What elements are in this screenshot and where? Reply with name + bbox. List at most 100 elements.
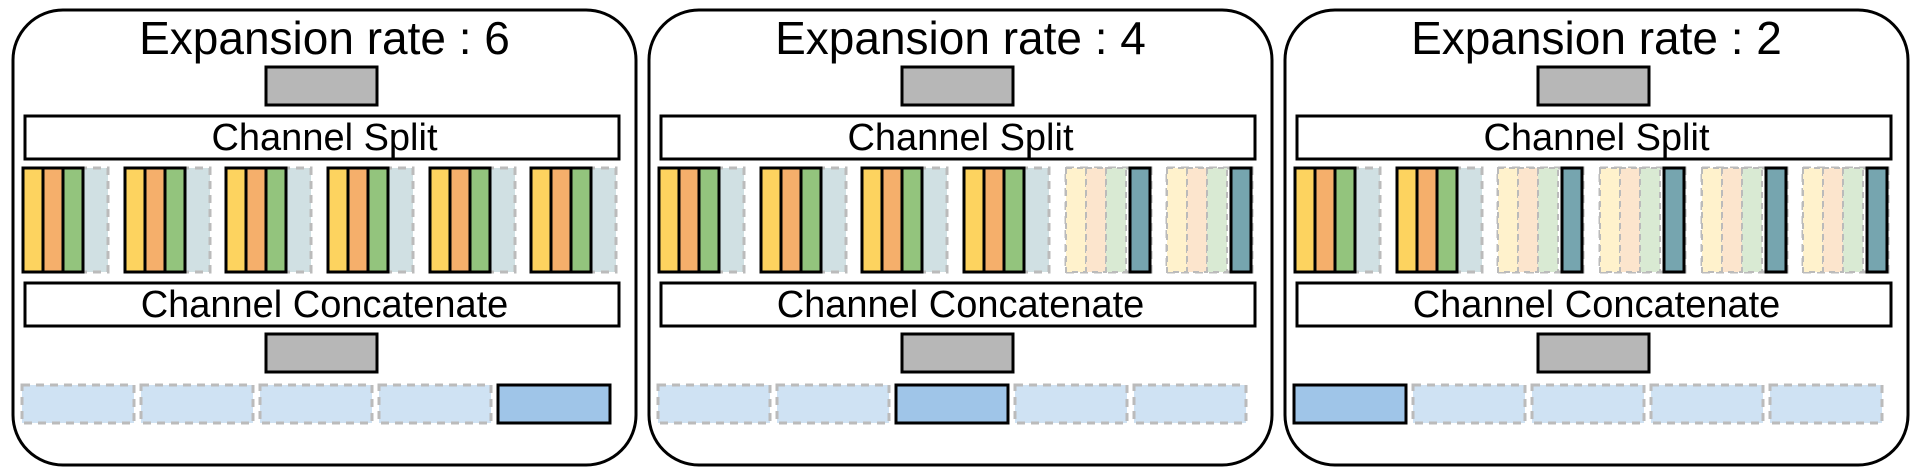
channel-bar-yellow bbox=[326, 166, 350, 274]
channel-group-3-inactive bbox=[1496, 166, 1585, 274]
faded-channel-bar bbox=[1166, 167, 1188, 273]
channel-group-3-active bbox=[224, 166, 313, 274]
channel-bar-orange bbox=[880, 166, 904, 274]
faded-channel-bar bbox=[1186, 167, 1208, 273]
channel-bar-yellow bbox=[1395, 166, 1419, 274]
channel-split-label: Channel Split bbox=[1483, 117, 1709, 159]
output-slot bbox=[377, 383, 493, 425]
output-slot bbox=[775, 383, 891, 425]
output-slot-selected bbox=[496, 383, 612, 425]
faded-channel-bar bbox=[1599, 167, 1621, 273]
channel-concatenate-bar bbox=[659, 281, 1257, 328]
channel-concatenate-label: Channel Concatenate bbox=[1413, 284, 1781, 326]
channel-concatenate-bar bbox=[23, 281, 621, 328]
channel-bar-yellow bbox=[224, 166, 248, 274]
faded-channel-bar bbox=[1497, 167, 1519, 273]
channel-bar-orange bbox=[549, 166, 573, 274]
output-slot bbox=[1649, 383, 1765, 425]
channel-bar-green bbox=[264, 166, 288, 274]
faded-channel-bar bbox=[1537, 167, 1559, 273]
channel-bar-orange bbox=[677, 166, 701, 274]
faded-channel-bar bbox=[1206, 167, 1228, 273]
channel-bar-teal bbox=[1128, 166, 1152, 274]
input-block bbox=[1536, 65, 1651, 107]
output-slot bbox=[1411, 383, 1527, 425]
faded-channel-bar bbox=[1741, 167, 1763, 273]
channel-group-6-active bbox=[529, 166, 618, 274]
output-block bbox=[1536, 332, 1651, 374]
channel-bar-orange bbox=[448, 166, 472, 274]
faded-channel-bar bbox=[1721, 167, 1743, 273]
faded-channel-bar bbox=[1842, 167, 1864, 273]
channel-group-6-inactive bbox=[1165, 166, 1254, 274]
panel-title: Expansion rate : 6 bbox=[139, 12, 510, 64]
output-slot bbox=[1530, 383, 1646, 425]
output-slot bbox=[1132, 383, 1248, 425]
channel-bar-teal bbox=[1865, 166, 1889, 274]
channel-bar-orange bbox=[41, 166, 65, 274]
channel-group-1-active bbox=[1293, 166, 1382, 274]
channel-bar-green bbox=[366, 166, 390, 274]
output-slot bbox=[258, 383, 374, 425]
channel-bar-yellow bbox=[657, 166, 681, 274]
faded-channel-bar bbox=[1619, 167, 1641, 273]
output-slot bbox=[656, 383, 772, 425]
channel-bar-yellow bbox=[962, 166, 986, 274]
channel-split-label: Channel Split bbox=[847, 117, 1073, 159]
channel-bar-green bbox=[799, 166, 823, 274]
channel-group-3-active bbox=[860, 166, 949, 274]
panel-title: Expansion rate : 2 bbox=[1411, 12, 1782, 64]
channel-group-4-active bbox=[326, 166, 415, 274]
faded-channel-bar bbox=[1517, 167, 1539, 273]
channel-bar-yellow bbox=[428, 166, 452, 274]
channel-split-bar bbox=[23, 114, 621, 161]
channel-bar-yellow bbox=[529, 166, 553, 274]
channel-bar-green bbox=[1333, 166, 1357, 274]
channel-split-bar bbox=[1295, 114, 1893, 161]
channel-group-1-active bbox=[21, 166, 110, 274]
channel-bar-orange bbox=[143, 166, 167, 274]
channel-bar-yellow bbox=[123, 166, 147, 274]
output-slot bbox=[1768, 383, 1884, 425]
channel-bar-orange bbox=[779, 166, 803, 274]
input-block bbox=[264, 65, 379, 107]
channel-bar-teal bbox=[1560, 166, 1584, 274]
channel-bar-yellow bbox=[1293, 166, 1317, 274]
faded-channel-bar bbox=[1065, 167, 1087, 273]
channel-bar-yellow bbox=[759, 166, 783, 274]
channel-split-bar bbox=[659, 114, 1257, 161]
output-block bbox=[264, 332, 379, 374]
output-block bbox=[900, 332, 1015, 374]
channel-bar-yellow bbox=[21, 166, 45, 274]
channel-group-2-active bbox=[1395, 166, 1484, 274]
panel-title: Expansion rate : 4 bbox=[775, 12, 1146, 64]
channel-bar-green bbox=[697, 166, 721, 274]
channel-group-1-active bbox=[657, 166, 746, 274]
channel-bar-yellow bbox=[860, 166, 884, 274]
channel-concatenate-label: Channel Concatenate bbox=[141, 284, 509, 326]
channel-group-6-inactive bbox=[1801, 166, 1890, 274]
channel-bar-green bbox=[468, 166, 492, 274]
faded-channel-bar bbox=[1701, 167, 1723, 273]
channel-bar-teal bbox=[1229, 166, 1253, 274]
channel-concatenate-label: Channel Concatenate bbox=[777, 284, 1145, 326]
channel-group-5-active bbox=[428, 166, 517, 274]
channel-bar-orange bbox=[346, 166, 370, 274]
channel-group-5-inactive bbox=[1064, 166, 1153, 274]
input-block bbox=[900, 65, 1015, 107]
channel-bar-green bbox=[61, 166, 85, 274]
channel-bar-orange bbox=[1313, 166, 1337, 274]
channel-group-2-active bbox=[759, 166, 848, 274]
channel-bar-green bbox=[569, 166, 593, 274]
faded-channel-bar bbox=[1085, 167, 1107, 273]
channel-bar-green bbox=[900, 166, 924, 274]
faded-channel-bar bbox=[1105, 167, 1127, 273]
output-slot bbox=[139, 383, 255, 425]
output-slot bbox=[1013, 383, 1129, 425]
faded-channel-bar bbox=[1822, 167, 1844, 273]
channel-bar-teal bbox=[1764, 166, 1788, 274]
